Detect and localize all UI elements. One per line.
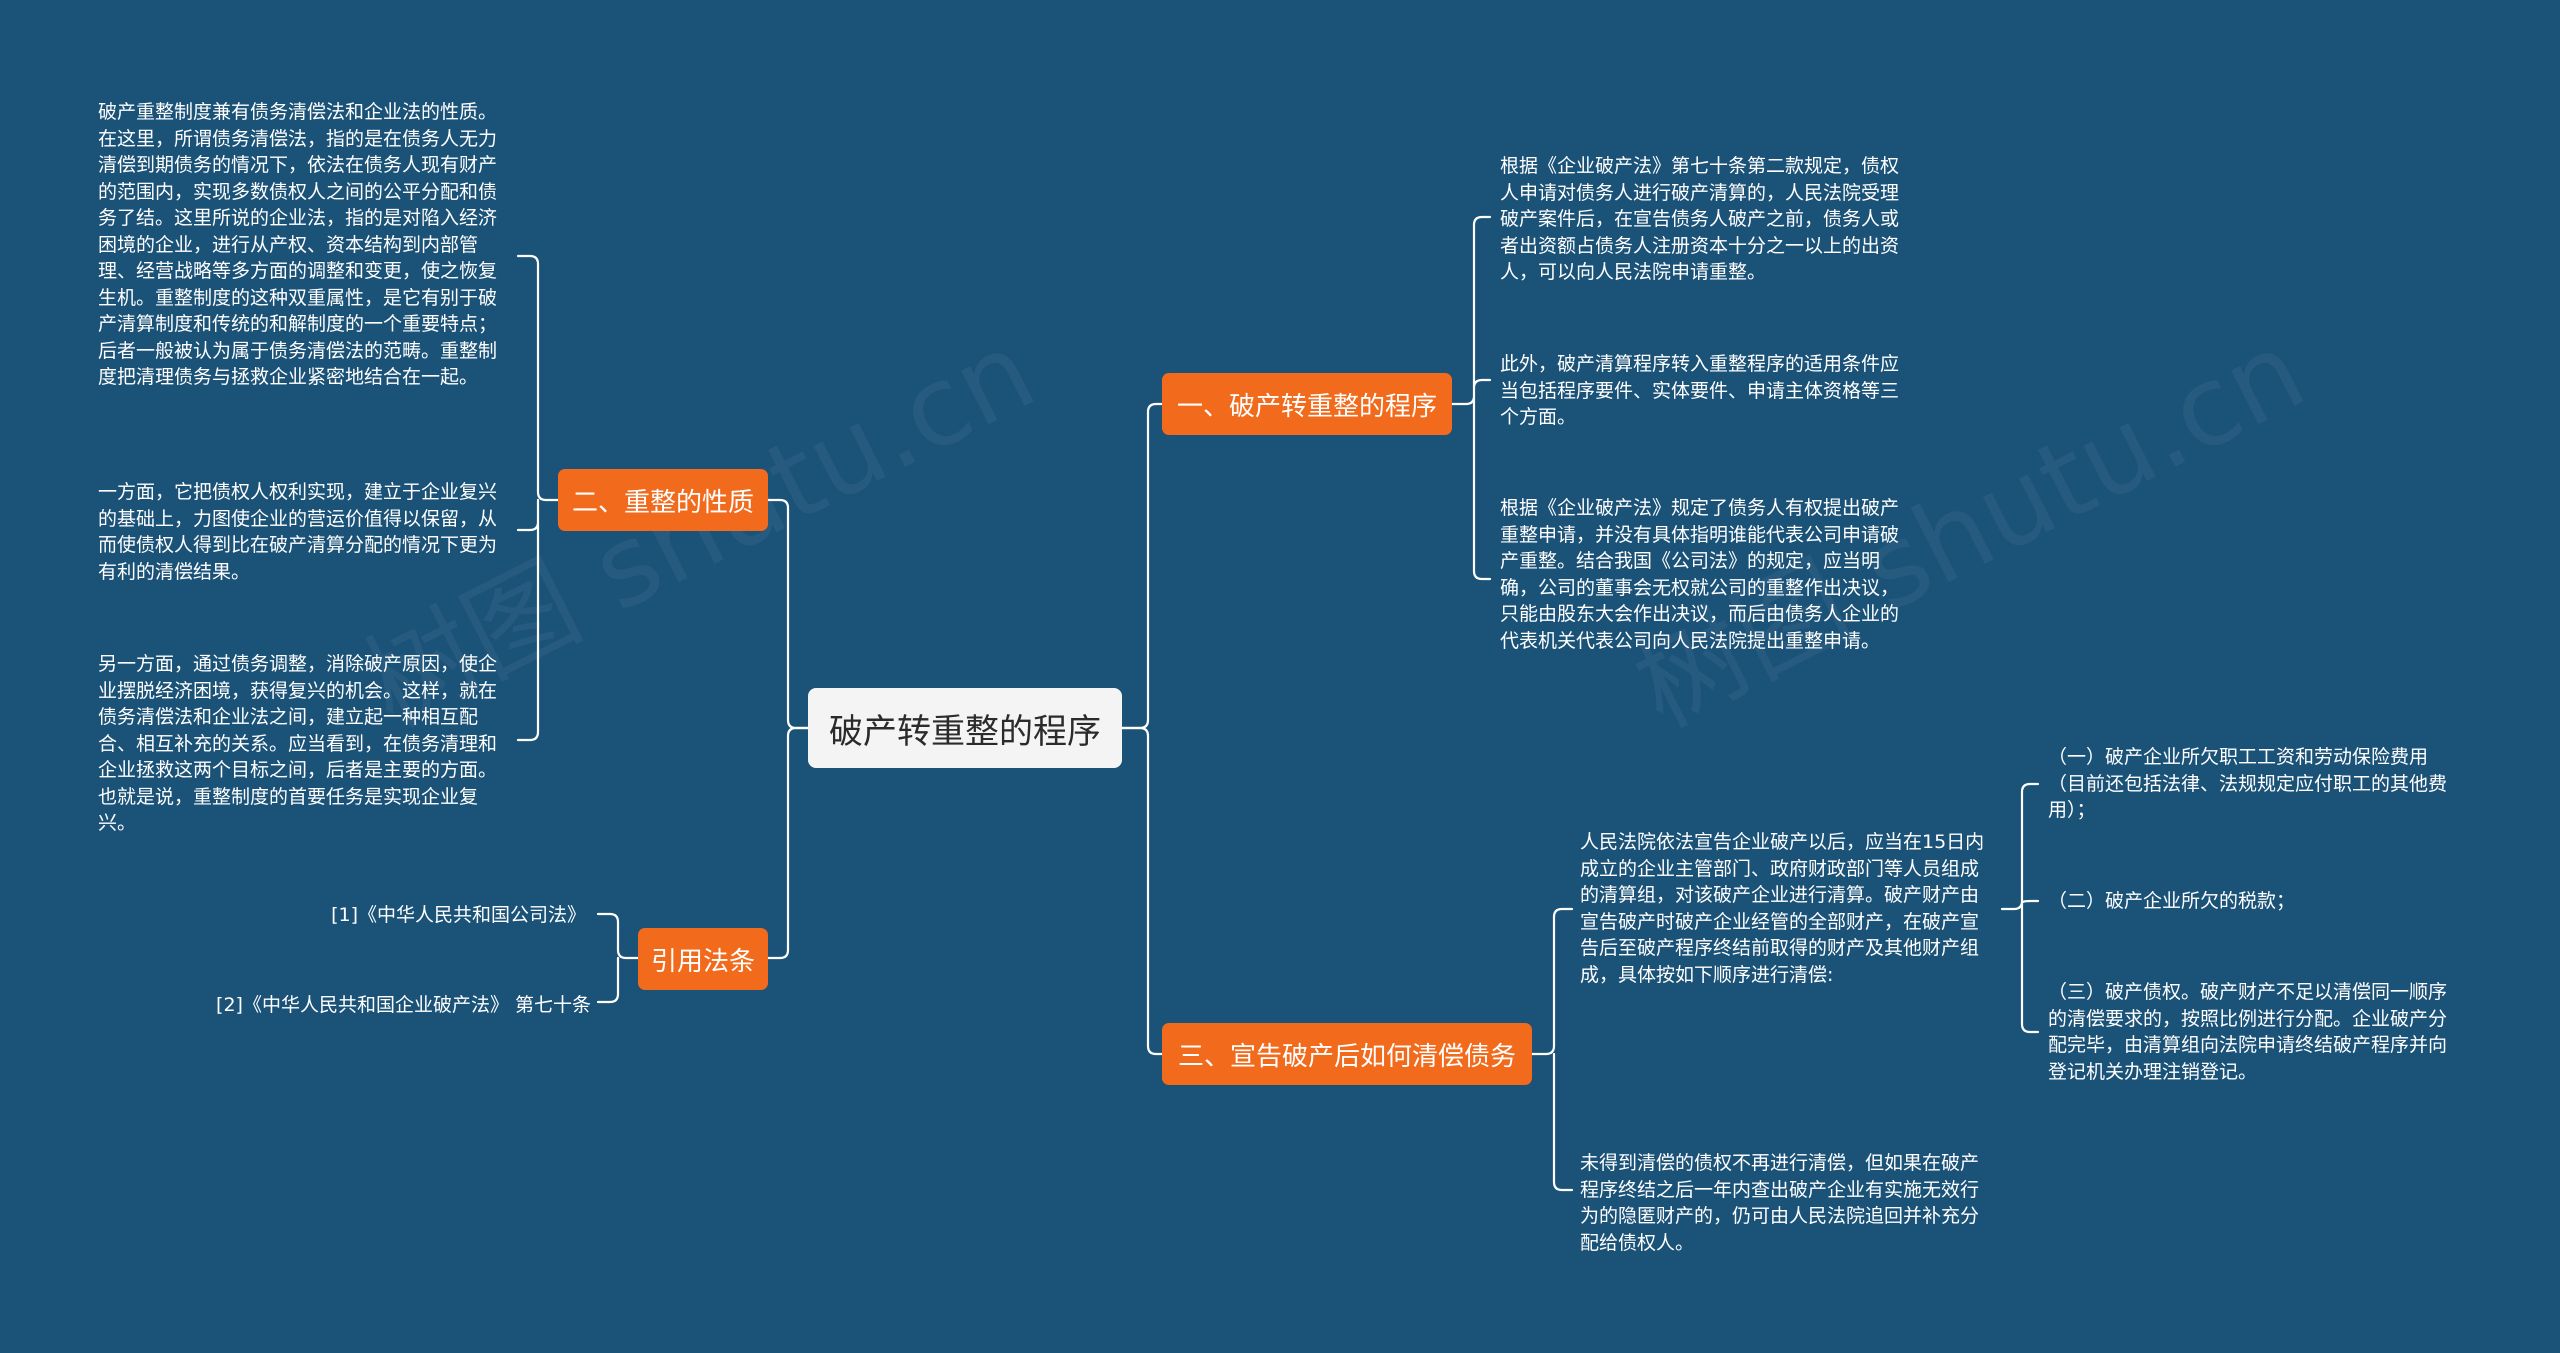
link-root-b1 (1120, 402, 1164, 730)
link-b4-refs (596, 912, 640, 1004)
leaf-order-taxes: （二）破产企业所欠的税款； (2048, 890, 2296, 912)
link-root-b3 (1120, 726, 1164, 1056)
leaf-repayment-unpaid: 未得到清偿的债权不再进行清偿，但如果在破产程序终结之后一年内查出破产企业有实施无… (1580, 1152, 1980, 1254)
branch-debt-repayment[interactable]: 三、宣告破产后如何清偿债务 (1162, 1023, 1532, 1085)
link-b3-1-subleaves (2000, 782, 2040, 1034)
root-topic[interactable]: 破产转重整的程序 (808, 688, 1122, 768)
leaf-order-claims: （三）破产债权。破产财产不足以清偿同一顺序的清偿要求的，按照比例进行分配。企业破… (2048, 981, 2448, 1083)
link-b2-leaves (516, 254, 560, 742)
branch-cited-laws[interactable]: 引用法条 (638, 928, 768, 990)
leaf-order-wages: （一）破产企业所欠职工工资和劳动保险费用（目前还包括法律、法规规定应付职工的其他… (2048, 746, 2448, 821)
leaf-procedure-conditions: 此外，破产清算程序转入重整程序的适用条件应当包括程序要件、实体要件、申请主体资格… (1500, 353, 1900, 428)
leaf-nature-dual: 破产重整制度兼有债务清偿法和企业法的性质。在这里，所谓债务清偿法，指的是在债务人… (98, 101, 498, 388)
link-root-b4 (766, 726, 810, 960)
leaf-procedure-applicant: 根据《企业破产法》规定了债务人有权提出破产重整申请，并没有具体指明谁能代表公司申… (1500, 497, 1900, 652)
branch-procedure[interactable]: 一、破产转重整的程序 (1162, 373, 1452, 435)
leaf-procedure-article70: 根据《企业破产法》第七十条第二款规定，债权人申请对债务人进行破产清算的，人民法院… (1500, 155, 1900, 283)
link-root-b2 (766, 498, 810, 730)
leaf-nature-creditor: 一方面，它把债权人权利实现，建立于企业复兴的基础上，力图使企业的营运价值得以保留… (98, 481, 498, 583)
leaf-nature-revival: 另一方面，通过债务调整，消除破产原因，使企业摆脱经济困境，获得复兴的机会。这样，… (98, 653, 498, 834)
link-b3-leaves (1530, 907, 1574, 1192)
leaf-repayment-order: 人民法院依法宣告企业破产以后，应当在15日内成立的企业主管部门、政府财政部门等人… (1580, 831, 1985, 986)
ref-bankruptcy-law: [2]《中华人民共和国企业破产法》 第七十条 (216, 994, 591, 1016)
ref-company-law: [1]《中华人民共和国公司法》 (331, 904, 586, 926)
link-b1-leaves (1450, 215, 1492, 581)
branch-nature[interactable]: 二、重整的性质 (558, 469, 768, 531)
